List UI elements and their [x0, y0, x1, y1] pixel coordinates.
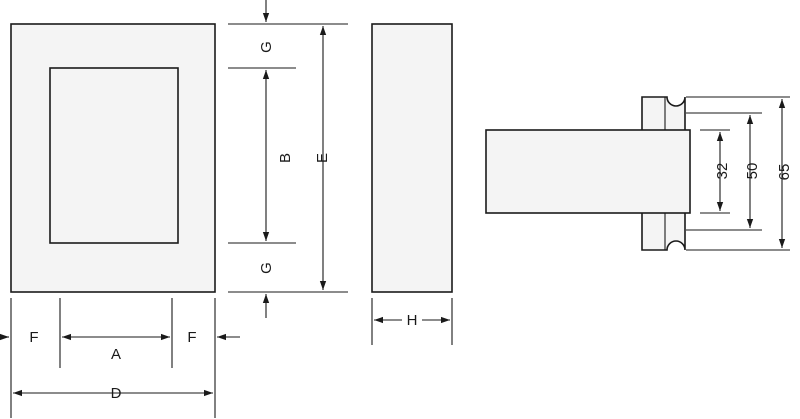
label-h-bg [402, 311, 422, 329]
label-f-right: F [187, 329, 196, 346]
section-view: 32 50 65 [485, 96, 793, 251]
side-profile [371, 23, 453, 293]
label-32: 32 [714, 163, 731, 180]
vertical-dimensions: G B G E [228, 0, 348, 318]
label-g-top: G [258, 41, 275, 53]
bar-body [485, 129, 691, 214]
label-50: 50 [744, 163, 761, 180]
side-view: H [371, 23, 453, 345]
label-65: 65 [776, 164, 793, 181]
front-window-opening [49, 67, 179, 244]
label-e: E [314, 153, 331, 163]
label-f-left: F [29, 329, 38, 346]
label-g-bottom: G [258, 262, 275, 274]
label-b: B [277, 153, 294, 163]
label-a: A [111, 346, 121, 363]
front-view: F A F D [0, 23, 240, 418]
label-h: H [407, 312, 418, 329]
label-d: D [111, 385, 122, 402]
